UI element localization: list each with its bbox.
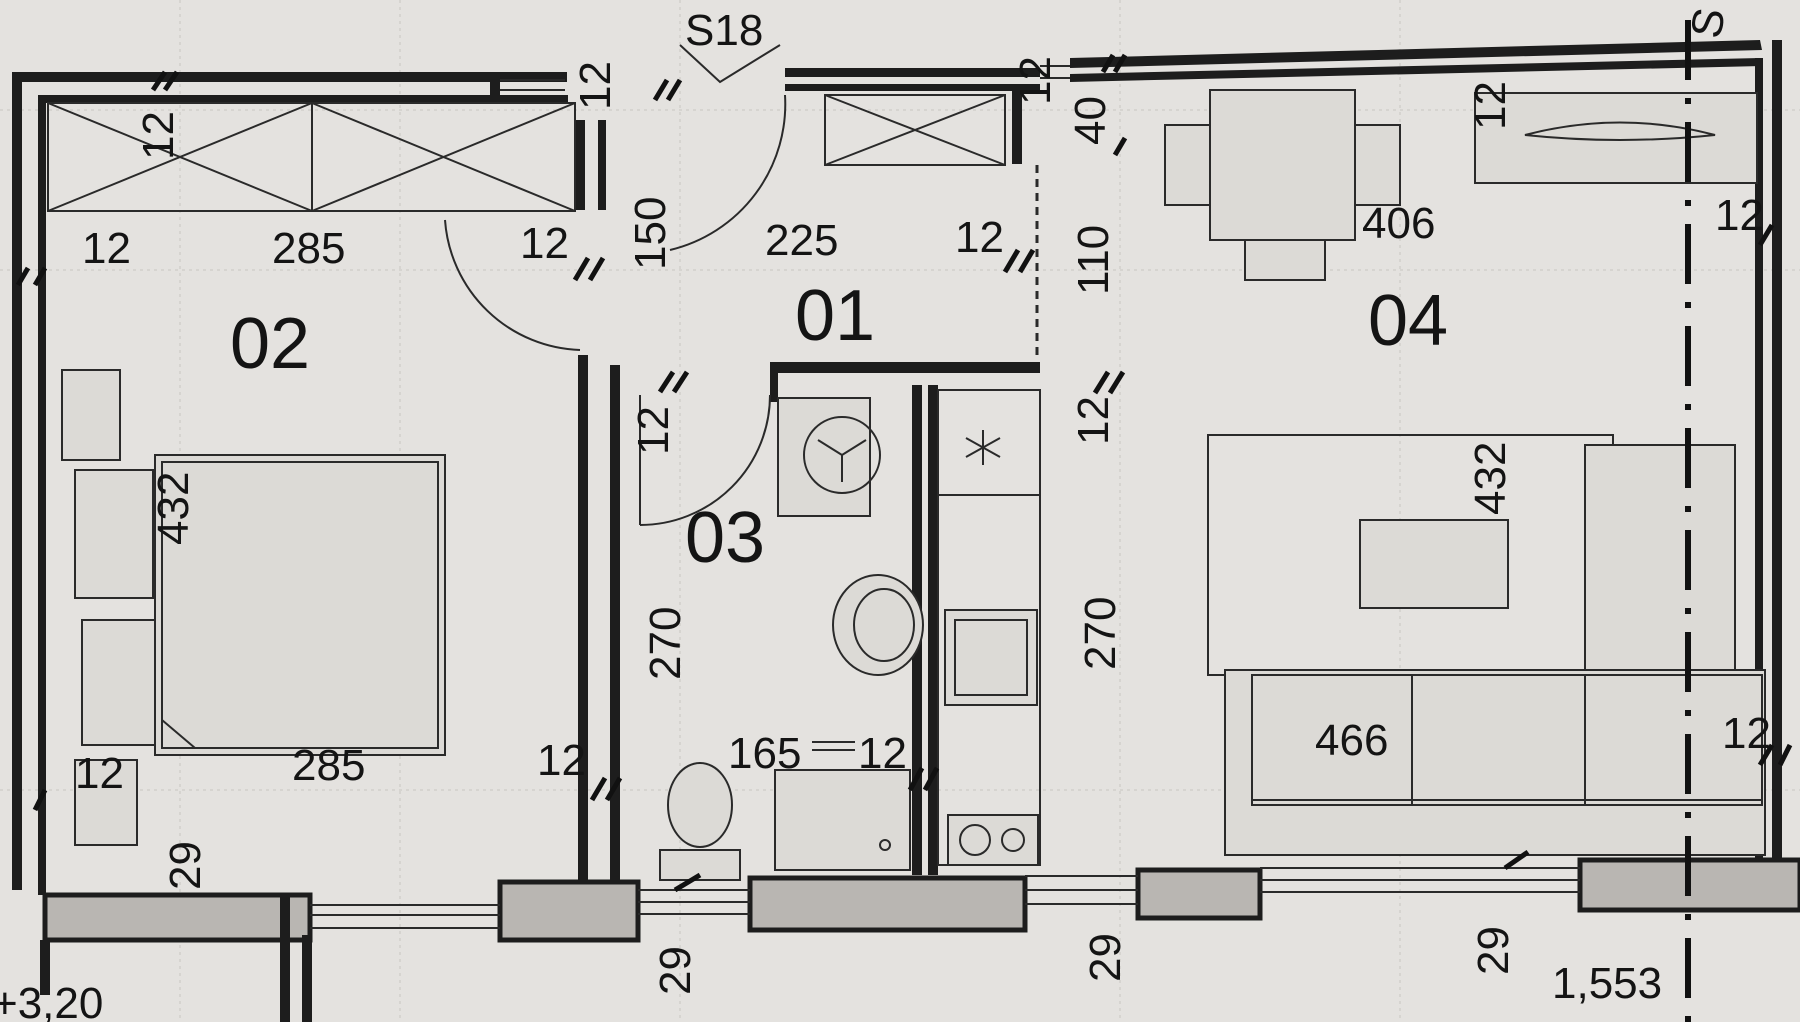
dim-label: 270 [1076, 597, 1125, 670]
dim-label: 12 [1715, 191, 1764, 240]
level-label: +3,20 [0, 979, 103, 1022]
dim-label: 12 [1722, 709, 1771, 758]
dim-label: 12 [1069, 396, 1118, 445]
bottom-walls [40, 857, 1800, 1022]
dim-label: 12 [1011, 56, 1060, 105]
dim-label: 466 [1315, 716, 1388, 765]
bedroom-furniture [61, 369, 446, 846]
wardrobe-room-02 [47, 102, 576, 212]
dim-label: 12 [82, 224, 131, 273]
dim-label: 12 [629, 406, 678, 455]
dim-label: 12 [955, 213, 1004, 262]
section-label-s18: S18 [685, 6, 763, 55]
bathroom-fixtures [659, 397, 924, 881]
dim-label: 12 [134, 111, 183, 160]
kitchen-fixtures [937, 389, 1041, 866]
dim-label: 432 [1466, 442, 1515, 515]
wardrobe-entrance [824, 94, 1006, 166]
dim-label: 432 [149, 472, 198, 545]
dim-label: 29 [161, 841, 210, 890]
dim-label: 12 [537, 736, 586, 785]
dim-label: 12 [571, 61, 620, 110]
dim-label: 285 [272, 224, 345, 273]
dim-label: 225 [765, 216, 838, 265]
doors [444, 44, 787, 526]
top-windows [500, 65, 1070, 91]
room-label-04: 04 [1368, 281, 1448, 361]
dim-label: 29 [1081, 933, 1130, 982]
walls [12, 40, 1782, 895]
dim-label: 12 [75, 749, 124, 798]
dim-label: 12 [520, 219, 569, 268]
dim-label: 12 [858, 729, 907, 778]
room-label-02: 02 [230, 304, 310, 384]
dim-label: 165 [728, 729, 801, 778]
dim-label: 150 [626, 197, 675, 270]
dim-label: 406 [1362, 199, 1435, 248]
break-ticks [15, 53, 1793, 893]
dim-label: 40 [1066, 96, 1115, 145]
dim-label: 285 [292, 741, 365, 790]
dim-label-1553: 1,553 [1552, 959, 1662, 1008]
dim-label: 29 [651, 946, 700, 995]
dim-label: 29 [1469, 926, 1518, 975]
room-label-01: 01 [795, 276, 875, 356]
dim-label: 110 [1069, 225, 1118, 295]
dim-label: 270 [641, 607, 690, 680]
room-label-03: 03 [685, 498, 765, 578]
dim-label: 12 [1466, 81, 1515, 130]
dining-set [1164, 89, 1401, 281]
living-furniture [1207, 92, 1766, 856]
